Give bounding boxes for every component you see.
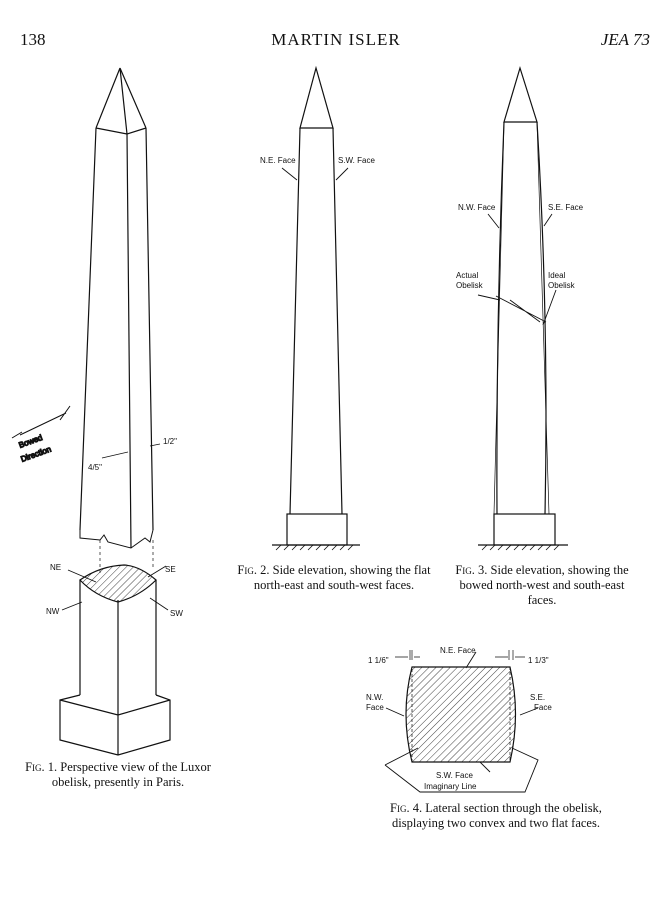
fig3-actual-obelisk: Obelisk — [456, 281, 484, 290]
fig1-ne: NE — [50, 563, 61, 572]
journal-ref: JEA 73 — [600, 30, 650, 49]
fig3-nw-face: N.W. Face — [458, 203, 496, 212]
page-number: 138 — [20, 30, 46, 49]
fig2-caption-text: Side elevation, showing the flat north-e… — [253, 563, 431, 592]
fig4-nw-face: Face — [366, 703, 384, 712]
fig3-ideal: Ideal — [548, 271, 566, 280]
fig1-caption-text: Perspective view of the Luxor obelisk, p… — [51, 760, 211, 789]
fig1-dim-b: 1/2" — [163, 437, 177, 446]
fig3-se-face: S.E. Face — [548, 203, 584, 212]
fig3-ideal-obelisk: Obelisk — [548, 281, 576, 290]
fig4-se: S.E. — [530, 693, 545, 702]
running-title: MARTIN ISLER — [271, 30, 401, 49]
fig1-sw: SW — [170, 609, 183, 618]
fig4-se-face: Face — [534, 703, 552, 712]
fig4-imaginary-line: Imaginary Line — [424, 782, 477, 791]
fig4-ne-face: N.E. Face — [440, 646, 476, 655]
fig3-caption-text: Side elevation, showing the bowed north-… — [459, 563, 629, 607]
fig3-drawing: N.W. Face S.E. Face Actual Obelisk Ideal… — [456, 65, 584, 551]
fig2-caption: Fig. 2. Side elevation, showing the flat… — [236, 563, 432, 593]
fig4-caption-text: Lateral section through the obelisk, dis… — [392, 801, 602, 830]
fig1-label: Fig. 1. — [25, 760, 58, 774]
fig1-nw: NW — [46, 607, 60, 616]
fig3-actual: Actual — [456, 271, 478, 280]
fig4-caption: Fig. 4. Lateral section through the obel… — [376, 801, 616, 831]
fig4-label: Fig. 4. — [390, 801, 423, 815]
fig4-drawing: 1 1/6" 1 1/3" N.E. Face N.W. Face S.E. F… — [366, 646, 552, 793]
fig4-dim-right: 1 1/3" — [528, 656, 549, 665]
fig1-caption: Fig. 1. Perspective view of the Luxor ob… — [18, 760, 218, 790]
fig2-label: Fig. 2. — [237, 563, 270, 577]
fig4-dim-left: 1 1/6" — [368, 656, 389, 665]
fig3-caption: Fig. 3. Side elevation, showing the bowe… — [444, 563, 640, 608]
fig1-se: SE — [165, 565, 176, 574]
fig1-drawing: Bowed Direction 4/5" 1/2" NE SE NW SW — [11, 67, 183, 756]
fig2-ne-face: N.E. Face — [260, 156, 296, 165]
fig2-drawing: N.E. Face S.W. Face — [260, 65, 375, 551]
fig4-nw: N.W. — [366, 693, 383, 702]
fig3-label: Fig. 3. — [455, 563, 488, 577]
fig1-dim-a: 4/5" — [88, 463, 102, 472]
fig4-sw-face: S.W. Face — [436, 771, 473, 780]
fig2-sw-face: S.W. Face — [338, 156, 375, 165]
